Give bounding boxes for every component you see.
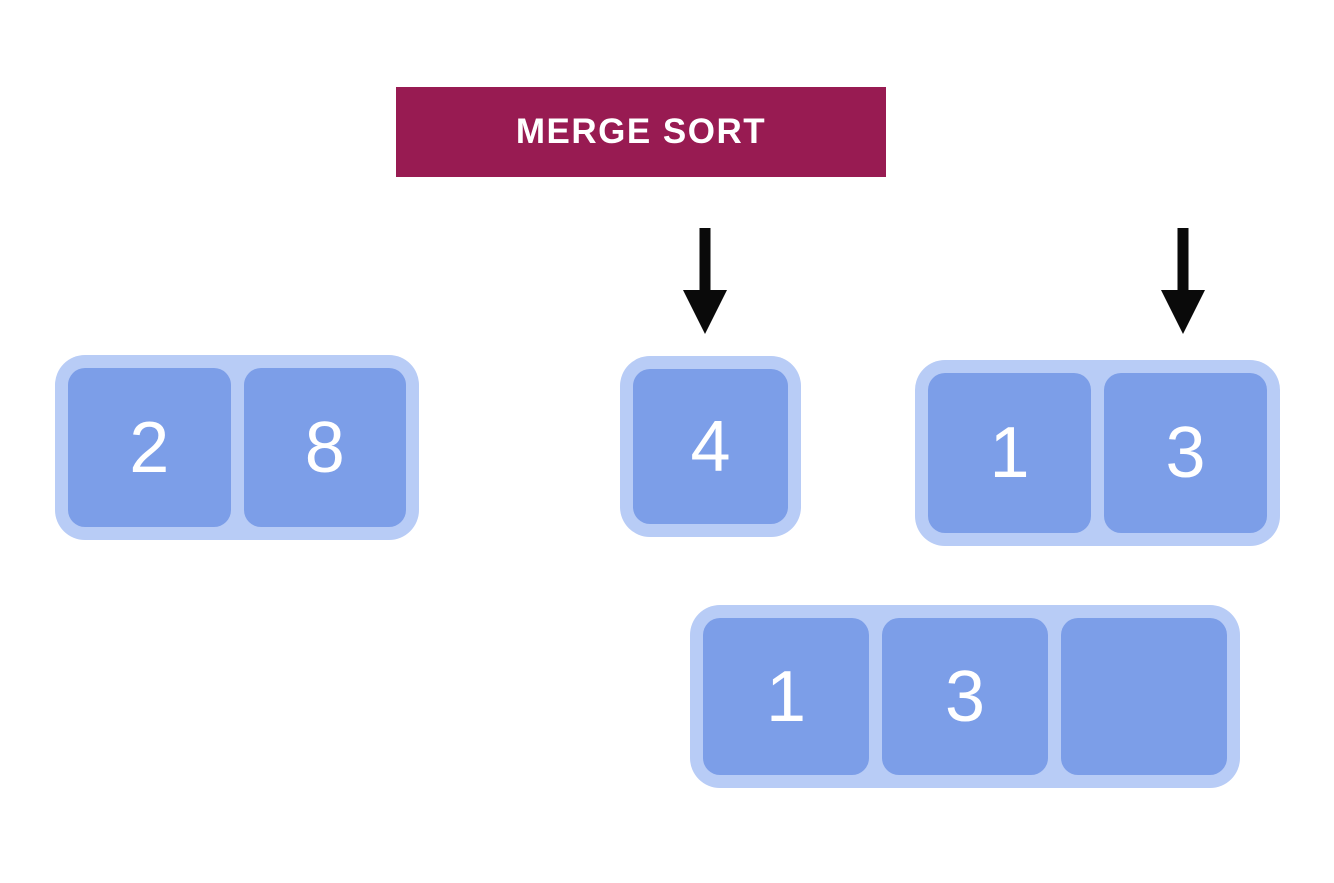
array-cell: 1 [928, 373, 1091, 533]
down-arrow-pointer-3 [1161, 228, 1205, 334]
cell-value: 2 [129, 407, 170, 488]
array-single-current: 4 [620, 356, 801, 537]
cell-value: 1 [989, 413, 1030, 493]
array-right-pair: 1 3 [915, 360, 1280, 546]
array-cell: 3 [882, 618, 1048, 775]
cell-value: 3 [1165, 413, 1206, 493]
array-cell: 1 [703, 618, 869, 775]
down-arrow-pointer-4 [683, 228, 727, 334]
array-cell: 3 [1104, 373, 1267, 533]
array-merged-result: 1 3 [690, 605, 1240, 788]
array-cell: 8 [243, 368, 406, 527]
page-title: MERGE SORT [515, 112, 767, 151]
cell-value: 3 [944, 656, 986, 737]
array-cell-empty [1061, 618, 1227, 775]
cell-value: 4 [690, 406, 731, 487]
title-banner: MERGE SORT [396, 87, 886, 177]
array-cell: 4 [633, 369, 788, 524]
array-cell: 2 [68, 368, 231, 527]
cell-value: 1 [765, 656, 807, 737]
array-left-pair: 2 8 [55, 355, 419, 540]
cell-value: 8 [304, 407, 345, 488]
